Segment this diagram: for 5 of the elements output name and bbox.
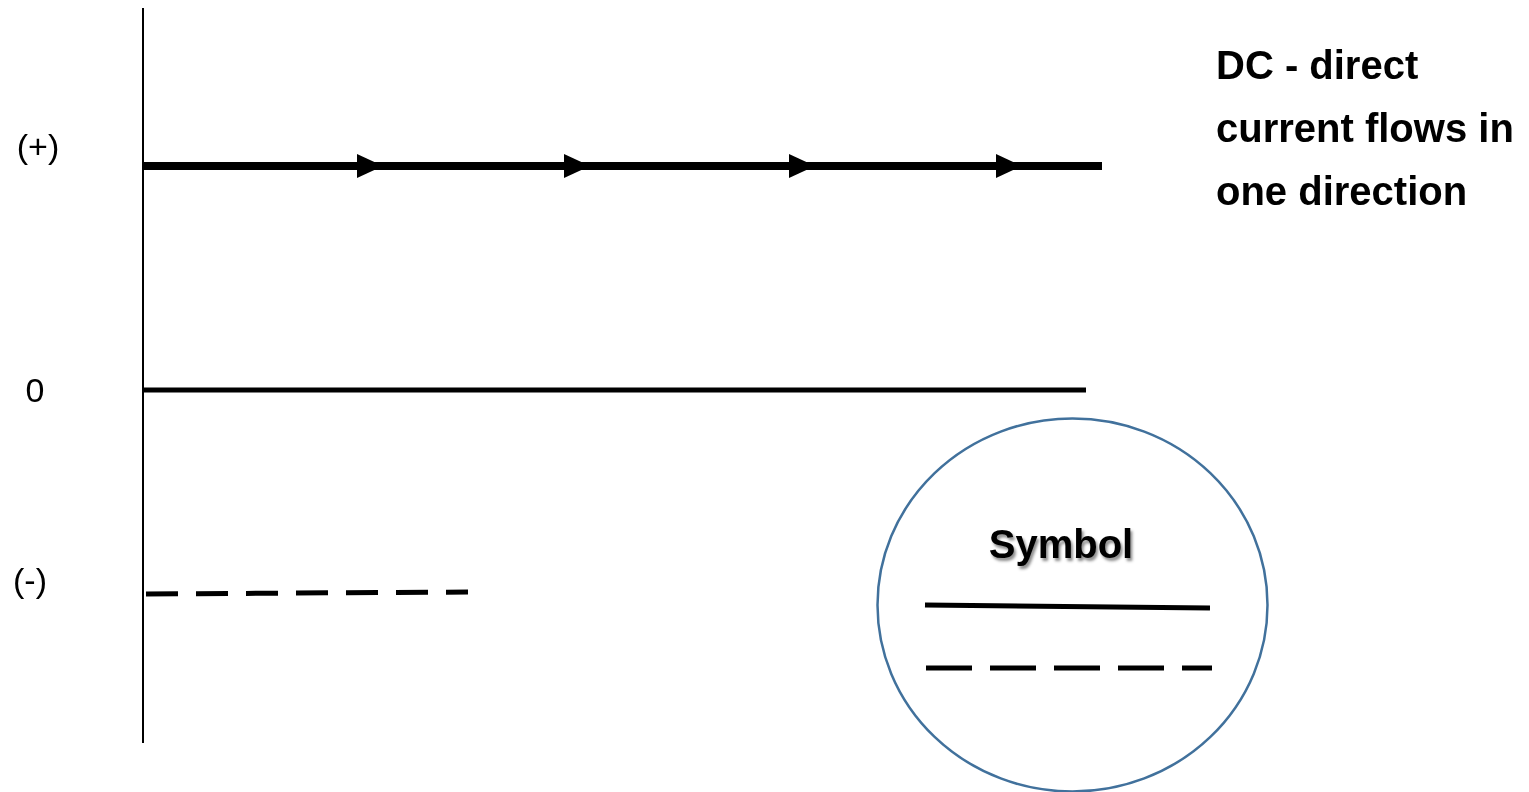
legend-heading: Symbol (987, 521, 1135, 568)
level-label: 0 (24, 370, 46, 410)
level-label: (+) (15, 126, 61, 166)
description-text: DC - direct current flows in one direction (1216, 42, 1515, 215)
level-label: (-) (12, 560, 48, 600)
